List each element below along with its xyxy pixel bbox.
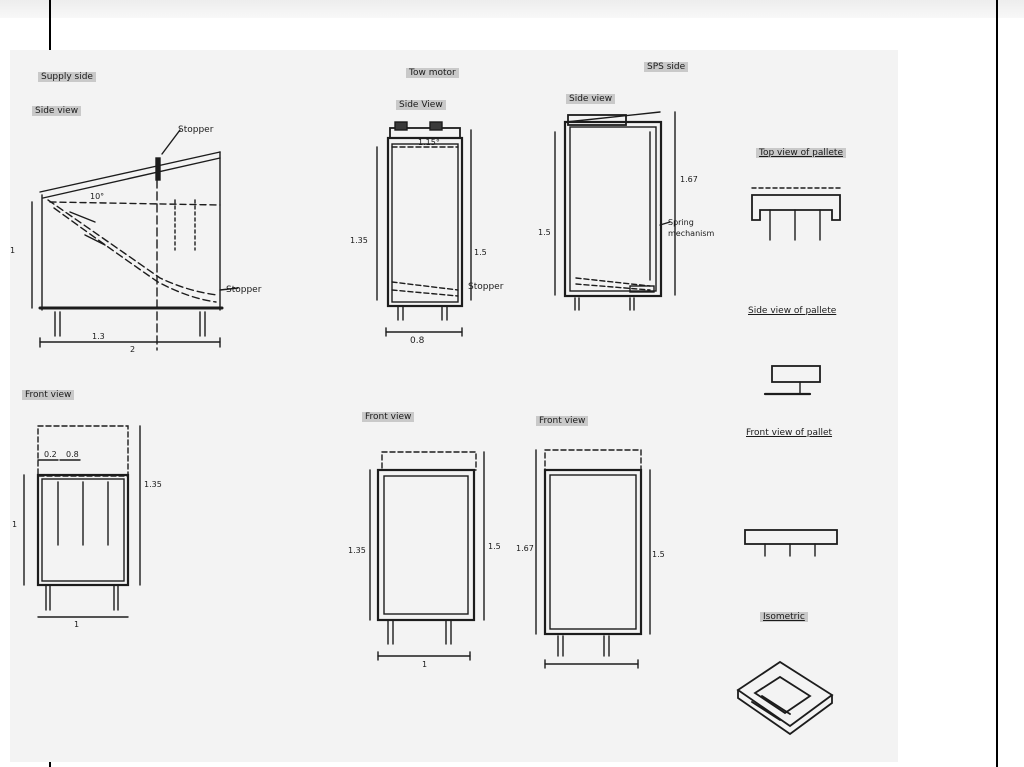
sps-front-view-drawing [535, 449, 651, 669]
stopper-top-mark [155, 157, 161, 181]
tow-motor-heading: Tow motor [406, 68, 459, 78]
drawing-sheet: Supply side Side view Stopper 10° Stoppe… [10, 50, 898, 762]
tow-motor-angle-label: 1.15° [418, 138, 440, 147]
pallet-front-view-drawing [744, 529, 838, 557]
pallet-top-view-label: Top view of pallete [756, 148, 847, 158]
supply-front-dim-a: 0.2 [44, 450, 57, 459]
left-margin-line-bottom [49, 760, 51, 767]
supply-side-view-drawing [31, 129, 239, 351]
tow-motor-front-height-right: 1.5 [488, 542, 501, 551]
sps-height-outer-label: 1.5 [538, 228, 551, 237]
sps-front-height-left: 1.67 [516, 544, 534, 553]
pallet-front-view-label: Front view of pallet [746, 428, 833, 438]
supply-side-view-label: Side view [32, 106, 82, 116]
tow-motor-height-right-label: 1.5 [474, 248, 487, 257]
supply-angle-label: 10° [90, 192, 105, 201]
pallet-side-view-label: Side view of pallete [748, 306, 837, 316]
sps-side-view-label: Side view [566, 94, 616, 104]
right-margin-line [996, 0, 998, 767]
supply-stopper-top-label: Stopper [178, 125, 214, 135]
supply-front-width-label: 1 [74, 620, 80, 629]
tow-motor-front-width: 1 [422, 660, 428, 669]
supply-front-view-drawing [23, 425, 141, 618]
supply-front-dim-b: 0.8 [66, 450, 79, 459]
supply-front-side-height-label: 1 [12, 520, 18, 529]
technical-drawing [23, 111, 841, 736]
supply-width-part-label: 1.3 [92, 332, 105, 341]
supply-height-label: 1 [10, 246, 16, 255]
pallet-top-view-drawing [751, 187, 841, 241]
sps-side-heading: SPS side [644, 62, 689, 72]
tow-motor-side-view-label: Side View [396, 100, 446, 110]
pallet-isometric-label: Isometric [760, 612, 808, 622]
pallet-side-view-drawing [763, 365, 821, 396]
supply-width-total-label: 2 [130, 345, 136, 354]
left-margin-line [49, 0, 51, 52]
tow-motor-front-height-left: 1.35 [348, 546, 366, 555]
tow-motor-height-left-label: 1.35 [350, 236, 368, 245]
supply-side-heading: Supply side [38, 72, 96, 82]
tow-motor-front-view-label: Front view [362, 412, 415, 422]
supply-front-height-label: 1.35 [144, 480, 162, 489]
supply-front-view-label: Front view [22, 390, 75, 400]
tow-motor-width-label: 0.8 [410, 336, 425, 346]
pallet-isometric-drawing [736, 660, 834, 736]
sps-spring-label-2: mechanism [668, 229, 715, 238]
sps-front-view-label: Front view [536, 416, 589, 426]
top-bar [0, 0, 1024, 18]
sps-front-height-right: 1.5 [652, 550, 665, 559]
tow-motor-stopper-label: Stopper [468, 282, 504, 292]
tow-motor-front-view-drawing [369, 451, 485, 661]
sps-height-inner-label: 1.67 [680, 175, 698, 184]
sps-side-view-drawing [554, 111, 676, 311]
tow-motor-side-view-drawing [376, 121, 472, 337]
supply-stopper-bottom-label: Stopper [226, 285, 262, 295]
sps-spring-label-1: Spring [668, 218, 694, 227]
